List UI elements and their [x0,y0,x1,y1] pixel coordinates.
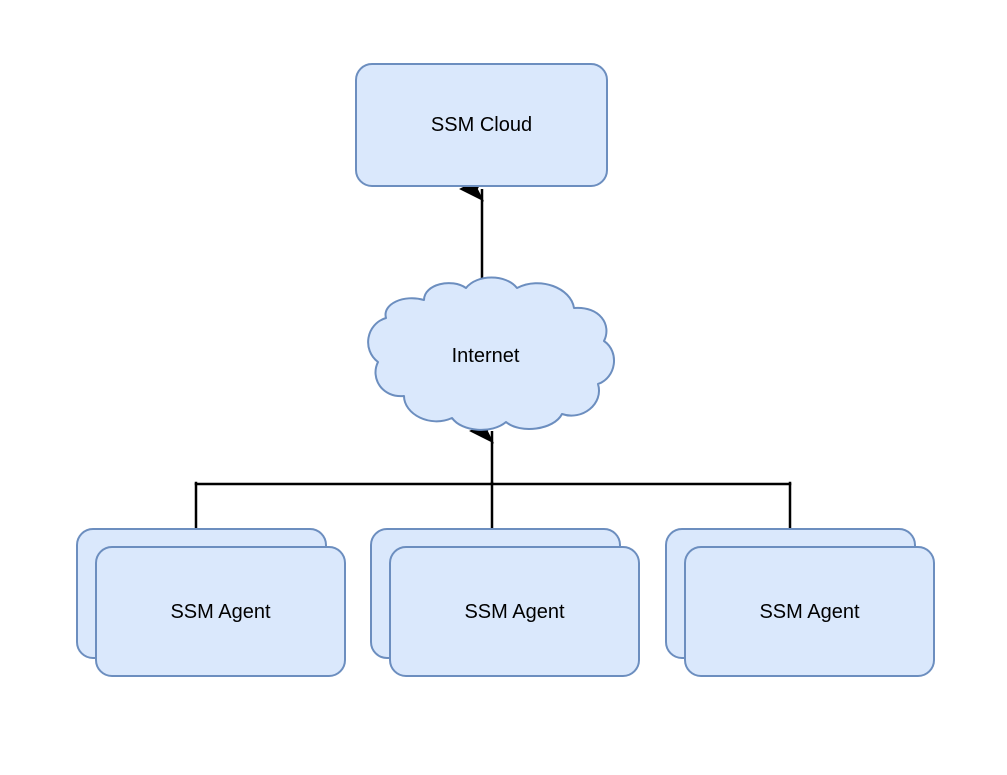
node-ssm-agent-2[interactable] [370,528,640,677]
node-ssm-agent-3[interactable] [665,528,935,677]
internet-cloud-shape[interactable] [367,276,616,431]
ssm-agent-2-front-box[interactable] [389,546,640,677]
ssm-agent-1-front-box[interactable] [95,546,346,677]
ssm-agent-3-front-box[interactable] [684,546,935,677]
ssm-cloud-box[interactable] [355,63,608,187]
node-ssm-cloud[interactable] [355,63,608,187]
node-ssm-agent-1[interactable] [76,528,346,677]
node-internet[interactable] [367,276,616,431]
agent-bus-connectors [194,481,792,534]
